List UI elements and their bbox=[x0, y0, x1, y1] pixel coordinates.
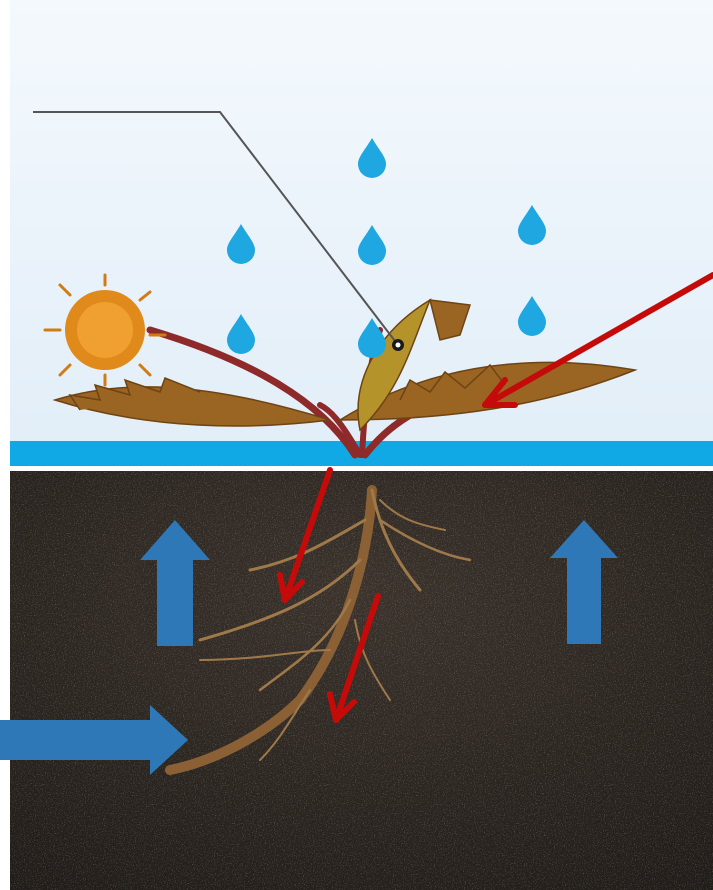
soil-texture bbox=[10, 470, 713, 890]
ground-surface-highlight bbox=[10, 466, 713, 471]
